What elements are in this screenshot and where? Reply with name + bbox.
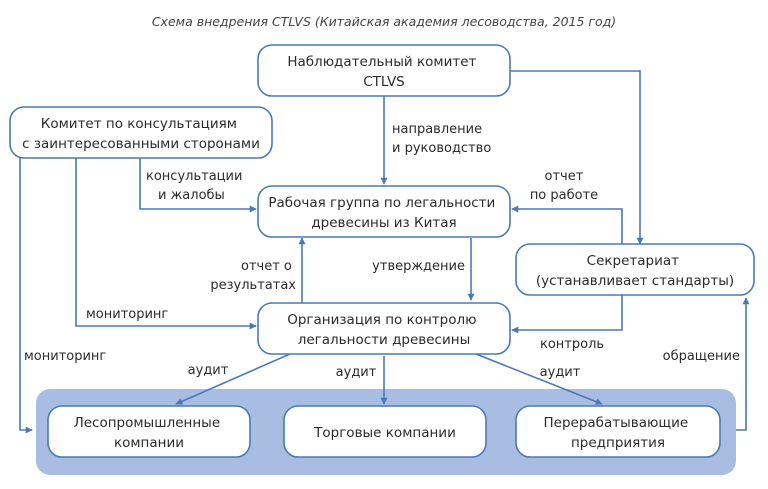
edge-audit-left — [175, 353, 291, 405]
stakeholder-committee-label: Комитет по консультациям с заинтересован… — [22, 116, 260, 152]
trade-companies-box — [283, 405, 487, 458]
observation-committee-line2: CTLVS — [363, 74, 405, 90]
guidance-line1: направление — [392, 122, 482, 137]
work-report-line1: отчет — [545, 169, 584, 184]
secretariat-line1: Секретариат — [587, 253, 680, 269]
processing-enterprises-label: Перерабатывающие предприятия — [544, 415, 693, 451]
work-report-label: отчет по работе — [530, 169, 598, 203]
edge-appeal — [736, 297, 750, 431]
audit-left-label: аудит — [188, 363, 229, 378]
edge-monitoring-outer — [19, 150, 33, 434]
working-group-box — [257, 185, 511, 238]
forestry-companies-label: Лесопромышленные компании — [74, 415, 225, 451]
control-org-box — [257, 302, 511, 355]
work-report-line2: по работе — [530, 188, 598, 203]
forestry-companies-line2: компании — [114, 435, 184, 451]
edge-observation-to-secretariat — [510, 70, 644, 245]
trade-companies-line1: Торговые компании — [313, 425, 456, 441]
observation-committee-label: Наблюдательный комитет CTLVS — [287, 54, 480, 90]
trade-companies-label: Торговые компании — [313, 425, 456, 441]
observation-committee-box — [257, 44, 511, 97]
monitoring-inner-label: мониторинг — [86, 307, 168, 322]
edge-work-report — [511, 205, 623, 244]
guidance-line2: и руководство — [392, 141, 491, 156]
edge-control — [511, 295, 623, 334]
forestry-companies-line1: Лесопромышленные — [74, 415, 221, 431]
processing-enterprises-line2: предприятия — [571, 435, 665, 451]
secretariat-line2: (устанавливает стандарты) — [536, 273, 734, 289]
secretariat-label: Секретариат (устанавливает стандарты) — [536, 253, 734, 289]
consultations-line1: консультации — [146, 169, 242, 184]
control-org-line1: Организация по контролю — [287, 312, 476, 328]
working-group-line2: древесины из Китая — [311, 215, 456, 231]
working-group-label: Рабочая группа по легальности древесины … — [268, 195, 499, 231]
guidance-label: направление и руководство — [392, 122, 491, 156]
consultations-line2: и жалобы — [158, 188, 225, 203]
processing-enterprises-box — [515, 405, 721, 458]
results-report-label: отчет о результатах — [210, 259, 296, 293]
secretariat-box — [515, 243, 755, 296]
control-org-label: Организация по контролю легальности древ… — [287, 312, 481, 348]
audit-right-label: аудит — [540, 365, 581, 380]
forestry-companies-box — [47, 405, 251, 458]
edge-consultations — [139, 158, 257, 213]
audit-center-label: аудит — [336, 365, 377, 380]
diagram-title: Схема внедрения CTLVS (Китайская академи… — [152, 14, 616, 29]
stakeholder-committee-line1: Комитет по консультациям — [41, 116, 237, 132]
results-report-line2: результатах — [210, 278, 296, 293]
control-org-line2: легальности древесины — [298, 332, 470, 348]
results-report-line1: отчет о — [241, 259, 292, 274]
edge-monitoring-inner — [75, 158, 257, 330]
working-group-line1: Рабочая группа по легальности — [268, 195, 495, 211]
observation-committee-line1: Наблюдательный комитет — [287, 54, 476, 70]
stakeholder-committee-box — [9, 106, 273, 159]
edge-audit-right — [475, 353, 603, 405]
processing-enterprises-line1: Перерабатывающие — [544, 415, 689, 431]
stakeholder-committee-line2: с заинтересованными сторонами — [22, 136, 260, 152]
appeal-label: обращение — [663, 349, 740, 364]
approval-label: утверждение — [372, 259, 465, 274]
monitoring-outer-label: мониторинг — [24, 349, 106, 364]
control-label: контроль — [540, 337, 604, 352]
consultations-label: консультации и жалобы — [146, 169, 247, 203]
